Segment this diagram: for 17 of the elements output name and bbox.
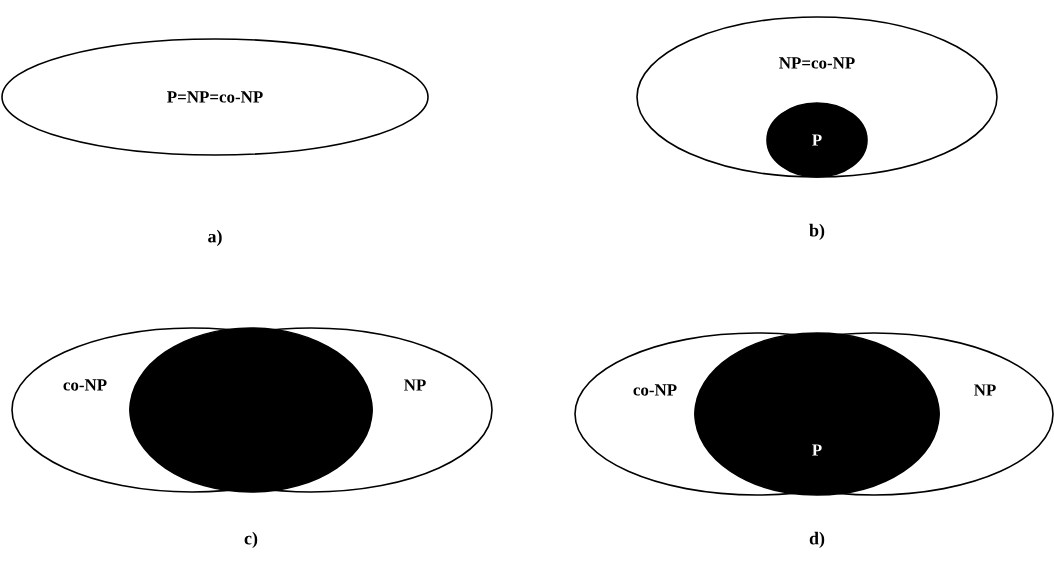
set-label: NP=co-NP: [779, 57, 855, 69]
set-label: P: [812, 444, 822, 456]
filled-ellipse: [129, 327, 373, 493]
set-label: P: [812, 134, 822, 146]
set-label: P=NP=co-NP: [167, 91, 263, 103]
filled-ellipse: [766, 102, 868, 178]
panel-label: d): [809, 531, 825, 549]
set-ellipse: [1, 38, 429, 156]
set-label: NP: [404, 379, 426, 391]
set-ellipse: [636, 16, 998, 178]
set-label: NP: [974, 384, 996, 396]
panel-label: c): [244, 531, 258, 549]
set-label: co-NP: [633, 384, 677, 396]
set-label: co-NP: [63, 379, 107, 391]
filled-ellipse: [694, 332, 940, 496]
panel-label: b): [809, 223, 825, 241]
panel-label: a): [208, 229, 222, 247]
